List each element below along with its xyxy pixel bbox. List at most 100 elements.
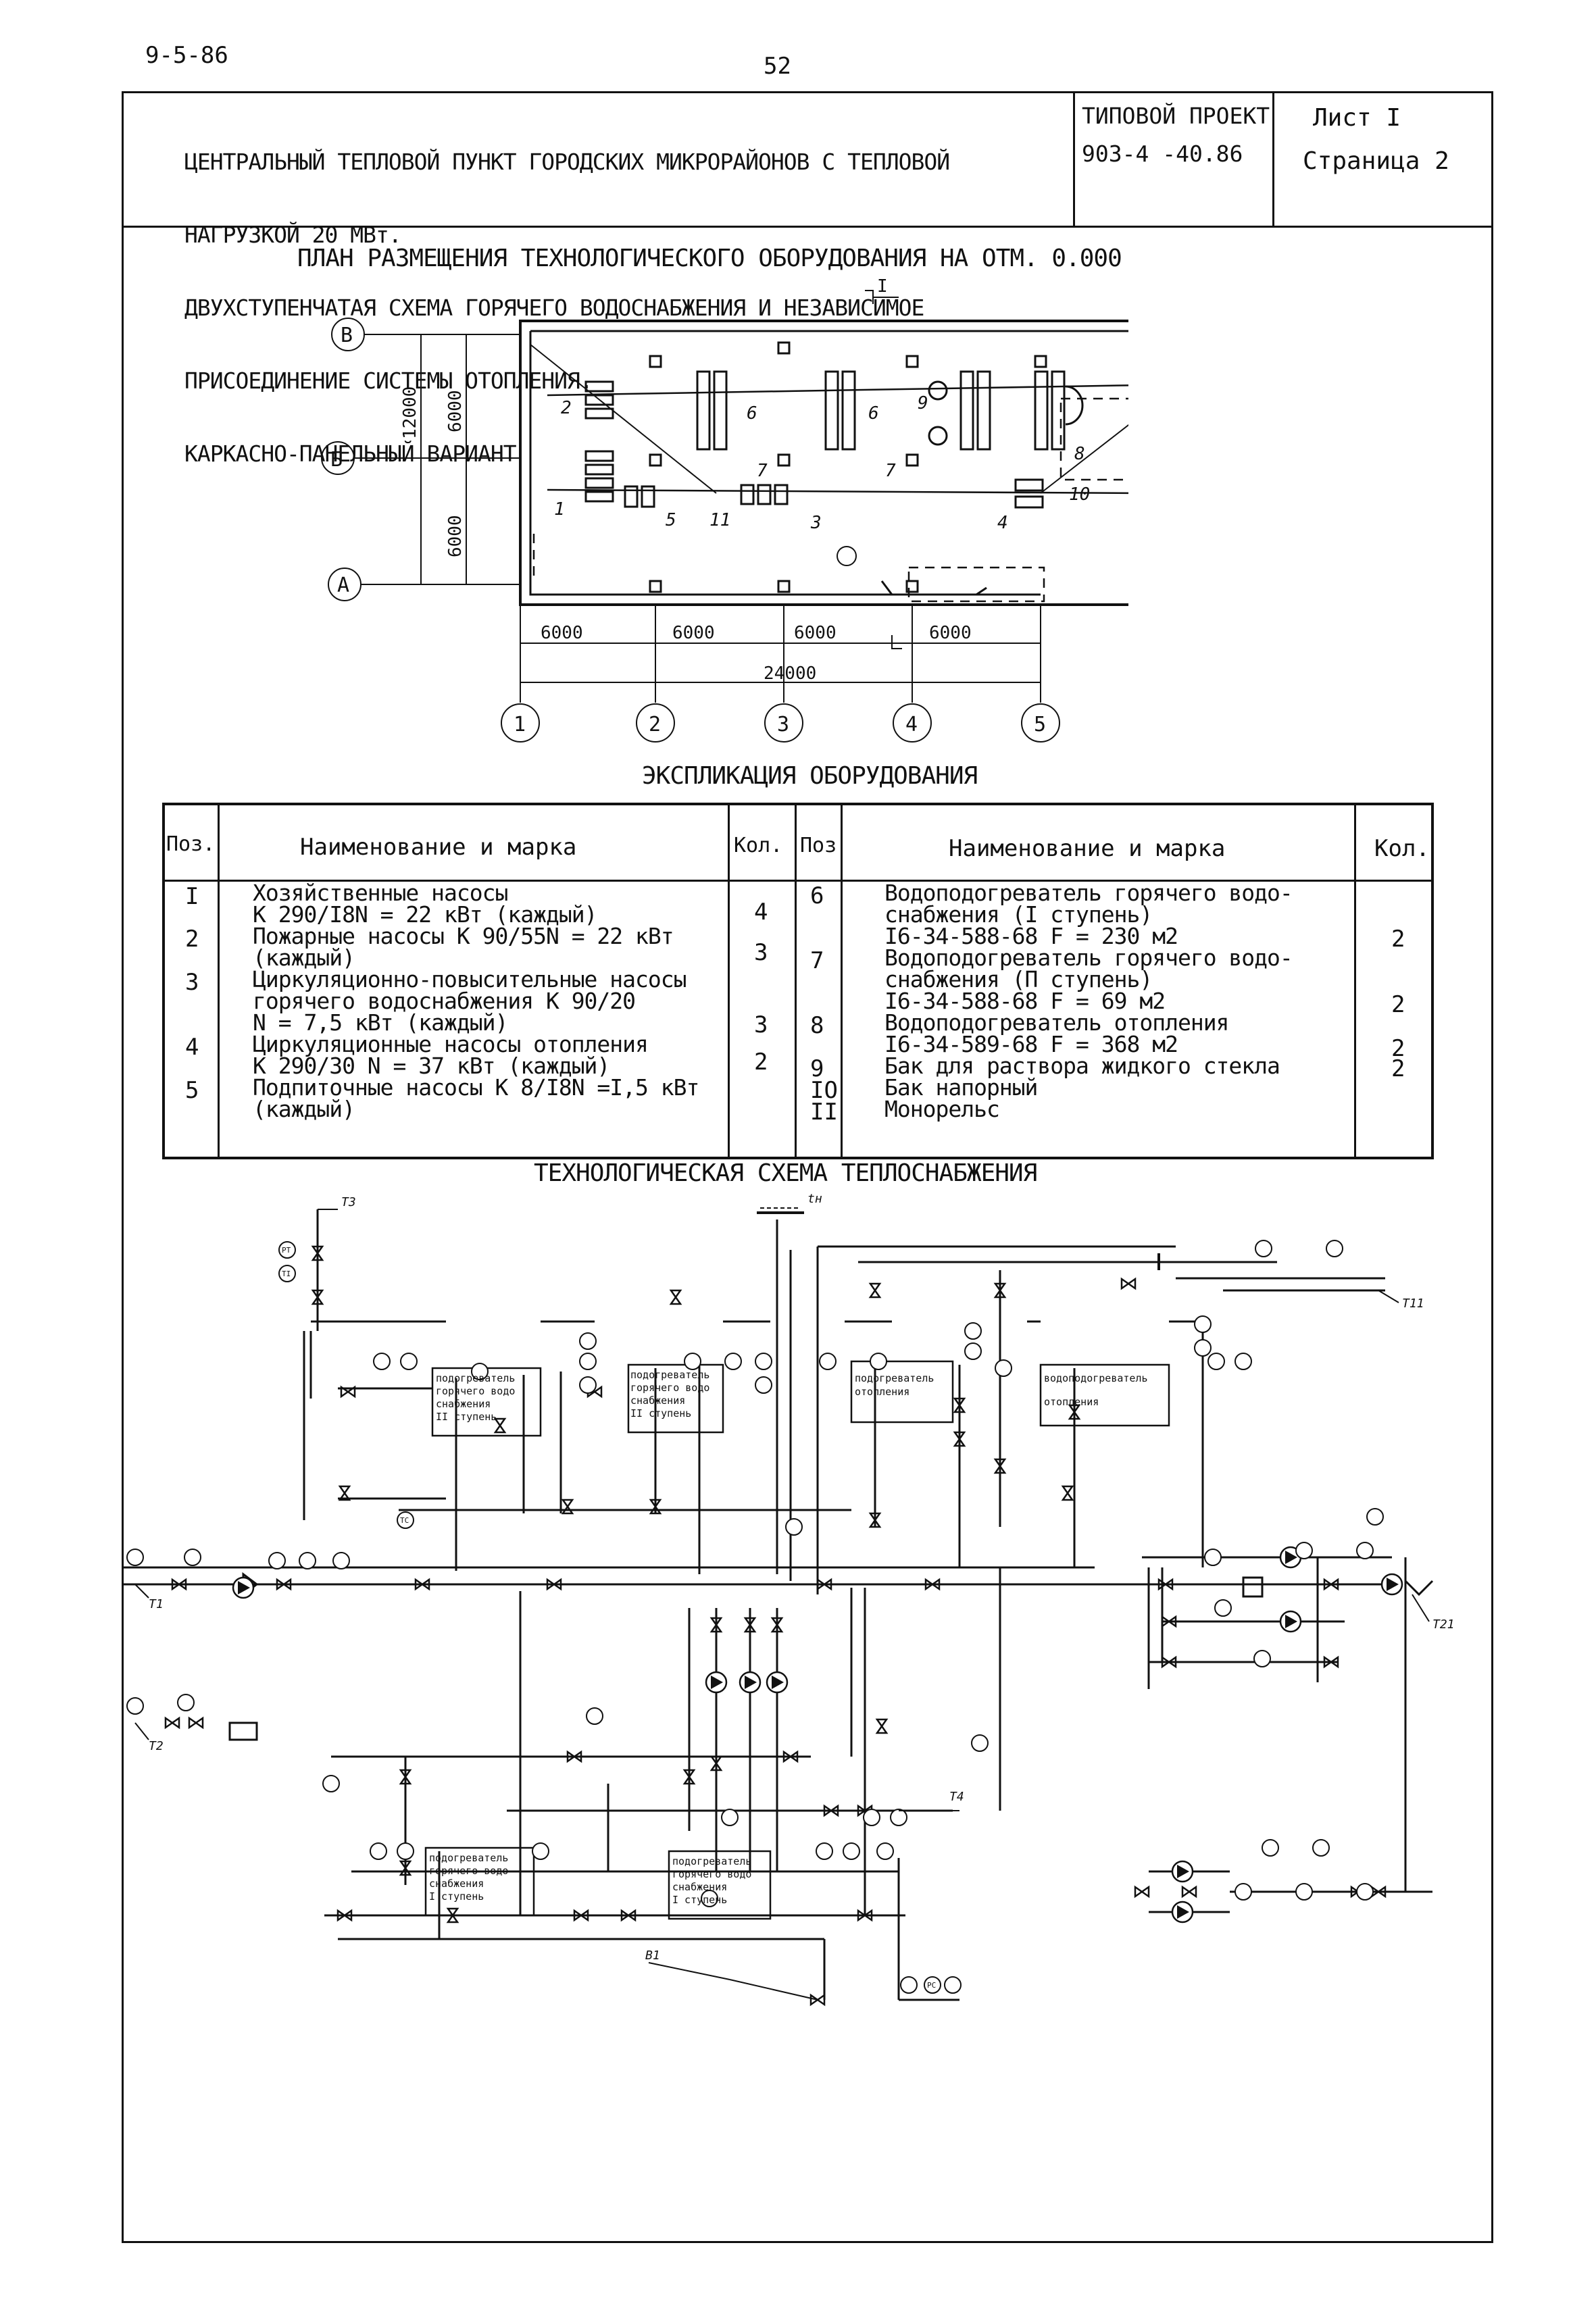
- table-row-qty: 2: [1391, 1035, 1405, 1062]
- heater-label: горячего водо: [436, 1385, 515, 1397]
- plan-item-label: 3: [810, 513, 822, 533]
- pipe-label: В1: [645, 1948, 660, 1963]
- plan-item-label: 4: [997, 513, 1008, 533]
- page-number: 52: [764, 53, 791, 80]
- scheme-title: ТЕХНОЛОГИЧЕСКАЯ СХЕМА ТЕПЛОСНАБЖЕНИЯ: [534, 1159, 1037, 1187]
- plan-item-label: 7: [757, 461, 768, 481]
- table-row-name: Пожарные насосы К 90/55N = 22 кВт (кажды…: [253, 923, 674, 971]
- header-title-line: ЦЕНТРАЛЬНЫЙ ТЕПЛОВОЙ ПУНКТ ГОРОДСКИХ МИК…: [184, 149, 950, 175]
- equipment-layout-plan: В Б А 1 2 3 4 5 12000 6000 6000 6000 600…: [321, 276, 1128, 743]
- explication-title: ЭКСПЛИКАЦИЯ ОБОРУДОВАНИЯ: [642, 762, 978, 790]
- table-header-name: Наименование и марка: [300, 834, 577, 861]
- table-row-qty: 2: [1391, 1055, 1405, 1082]
- plan-dim: 6000: [445, 515, 466, 557]
- pipe-label: Т2: [149, 1739, 164, 1753]
- heater-label: снабжения: [429, 1878, 484, 1890]
- plan-item-label: 5: [666, 510, 676, 530]
- table-row-name: Водоподогреватель горячего водо- снабжен…: [884, 880, 1293, 949]
- table-header-qty: Кол.: [734, 834, 783, 857]
- plan-item-label: 7: [885, 461, 896, 481]
- instrument-label: ТС: [400, 1516, 409, 1525]
- project-label: ТИПОВОЙ ПРОЕКТ: [1082, 103, 1270, 129]
- pipe-label: tн: [807, 1192, 822, 1206]
- table-row-pos: 9: [810, 1055, 824, 1082]
- plan-item-label: 6: [747, 403, 757, 424]
- plan-axis-row: А: [337, 574, 349, 597]
- table-row-qty: 4: [754, 899, 768, 926]
- heater-label: подогреватель: [630, 1369, 709, 1381]
- sheet-page: Страница 2: [1303, 147, 1449, 175]
- plan-item-label: 11: [709, 510, 730, 530]
- table-row-name: Бак для раствора жидкого стекла: [884, 1053, 1280, 1079]
- heater-label: I ступень: [429, 1890, 484, 1903]
- header-title-line: НАГРУЗКОЙ 20 МВт.: [184, 222, 402, 248]
- table-row-pos: II: [810, 1099, 838, 1126]
- table-header-name2: Наименование и марка: [949, 835, 1226, 862]
- plan-dim: 6000: [794, 623, 837, 643]
- project-number: 903-4 -40.86: [1082, 141, 1243, 167]
- pipe-label: Т11: [1402, 1297, 1424, 1311]
- plan-dim: 6000: [541, 623, 583, 643]
- plan-title: ПЛАН РАЗМЕЩЕНИЯ ТЕХНОЛОГИЧЕСКОГО ОБОРУДО…: [297, 245, 1122, 272]
- table-row-qty: 3: [754, 939, 768, 966]
- plan-dim: 6000: [929, 623, 972, 643]
- table-row-name: Циркуляционные насосы отопления К 290/30…: [253, 1031, 649, 1079]
- header-title-line: ДВУХСТУПЕНЧАТАЯ СХЕМА ГОРЯЧЕГО ВОДОСНАБЖ…: [184, 295, 924, 321]
- heater-label: II ступень: [436, 1411, 497, 1423]
- pipe-label: Т4: [949, 1790, 964, 1804]
- table-row-name: Водоподогреватель горячего водо- снабжен…: [884, 945, 1293, 1014]
- heater-label: I ступень: [672, 1894, 727, 1906]
- heat-supply-scheme: подогреватель горячего водо снабжения II…: [122, 1192, 1455, 2006]
- heater-label: подогреватель: [855, 1372, 934, 1384]
- table-row-pos: 4: [185, 1034, 199, 1061]
- pipe-label: Т21: [1432, 1617, 1455, 1632]
- instrument-label: РС: [927, 1981, 936, 1990]
- table-header-pos2: Поз: [800, 834, 837, 857]
- plan-section-mark: I: [877, 276, 888, 297]
- plan-item-label: 10: [1069, 484, 1090, 505]
- plan-dim: 6000: [445, 390, 466, 432]
- document-code: 9-5-86: [145, 42, 228, 69]
- table-row-qty: 2: [1391, 991, 1405, 1018]
- plan-dim-total: 24000: [764, 663, 816, 684]
- table-row-name: Хозяйственные насосы К 290/I8N = 22 кВт …: [253, 880, 597, 928]
- table-header-qty2: Кол.: [1374, 835, 1430, 862]
- heater-label: горячего водо: [630, 1382, 709, 1394]
- plan-item-label: 6: [868, 403, 879, 424]
- table-row-name: Монорельс: [884, 1096, 1000, 1122]
- heater-label: снабжения: [672, 1881, 727, 1893]
- table-row-pos: 8: [810, 1012, 824, 1039]
- table-row-qty: 3: [754, 1011, 768, 1038]
- table-header-pos: Поз.: [166, 832, 216, 856]
- plan-dim: 12000: [400, 386, 420, 439]
- heater-label: горячего водо: [672, 1868, 751, 1880]
- plan-item-label: 1: [554, 499, 565, 520]
- sheet-frame: ЦЕНТРАЛЬНЫЙ ТЕПЛОВОЙ ПУНКТ ГОРОДСКИХ МИК…: [122, 91, 1493, 2243]
- plan-axis-col: 2: [649, 713, 661, 736]
- heater-label: водоподогреватель: [1044, 1372, 1148, 1384]
- table-row-pos: 7: [810, 947, 824, 974]
- header-title-line: КАРКАСНО-ПАНЕЛЬНЫЙ ВАРИАНТ: [184, 441, 517, 467]
- plan-axis-col: 4: [905, 713, 918, 736]
- header-title: ЦЕНТРАЛЬНЫЙ ТЕПЛОВОЙ ПУНКТ ГОРОДСКИХ МИК…: [184, 101, 950, 515]
- plan-item-label: 9: [918, 393, 928, 413]
- sheet-number: Лист I: [1313, 104, 1401, 132]
- plan-item-label: 2: [561, 398, 572, 418]
- table-row-pos: 3: [185, 969, 199, 996]
- table-row-name: Бак напорный: [884, 1074, 1038, 1101]
- plan-axis-row: В: [341, 324, 353, 347]
- table-row-name: Водоподогреватель отопления I6-34-589-68…: [884, 1009, 1229, 1057]
- heater-label: горячего водо: [429, 1865, 508, 1877]
- plan-axis-col: 1: [514, 713, 526, 736]
- plan-axis-col: 3: [777, 713, 789, 736]
- header-title-line: ПРИСОЕДИНЕНИЕ СИСТЕМЫ ОТОПЛЕНИЯ.: [184, 368, 593, 394]
- plan-axis-col: 5: [1034, 713, 1046, 736]
- heater-label: II ступень: [630, 1407, 691, 1419]
- instrument-label: ТI: [282, 1269, 291, 1278]
- instrument-label: РТ: [282, 1246, 291, 1255]
- heater-label: подогреватель: [436, 1372, 515, 1384]
- table-row-pos: IO: [810, 1077, 838, 1104]
- table-row-qty: 2: [1391, 926, 1405, 953]
- heater-label: снабжения: [436, 1398, 491, 1410]
- pipe-label: Т3: [341, 1195, 356, 1209]
